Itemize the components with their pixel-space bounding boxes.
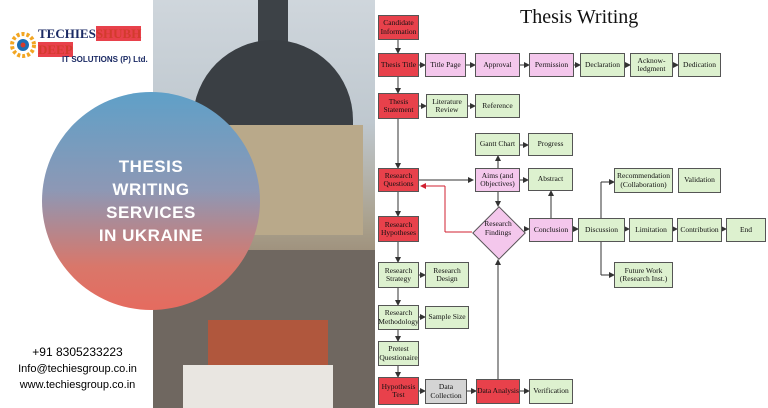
- node-research-hypotheses: Research Hypotheses: [378, 216, 419, 242]
- website-link[interactable]: www.techiesgroup.co.in: [19, 379, 136, 391]
- node-dedication: Dedication: [678, 53, 721, 77]
- node-limitation: Limitation: [629, 218, 673, 242]
- node-literature-review: Literature Review: [426, 94, 468, 118]
- node-verification: Verification: [529, 379, 573, 404]
- node-research-findings: Research Findings: [472, 206, 526, 260]
- research-findings-label: Research Findings: [484, 219, 512, 237]
- email-link[interactable]: Info@techiesgroup.co.in: [18, 363, 137, 375]
- company-name-part1: TECHIES: [38, 26, 96, 41]
- node-gantt-chart: Gantt Chart: [475, 133, 520, 156]
- node-reference: Reference: [475, 94, 520, 118]
- node-recommendation: Recommendation (Collaboration): [614, 168, 673, 193]
- node-research-strategy: Research Strategy: [378, 262, 419, 288]
- headline-circle: THESIS WRITING SERVICES IN UKRAINE: [42, 92, 260, 310]
- node-research-design: Research Design: [425, 262, 469, 288]
- node-hypothesis-test: Hypothesis Test: [378, 377, 419, 405]
- headline-line-1: THESIS: [118, 157, 184, 176]
- node-thesis-statement: Thesis Statement: [378, 93, 419, 119]
- node-data-analysis: Data Analysis: [476, 379, 520, 404]
- white-house: [183, 365, 333, 408]
- node-candidate-information: Candidate Information: [378, 15, 419, 40]
- thesis-flowchart: Thesis Writing Candidate Information The…: [375, 0, 768, 408]
- red-tile-roof: [208, 320, 328, 365]
- node-conclusion: Conclusion: [529, 218, 573, 242]
- node-declaration: Declaration: [580, 53, 625, 77]
- node-research-questions: Research Questions: [378, 168, 419, 192]
- node-contribution: Contribution: [677, 218, 722, 242]
- headline-line-4: IN UKRAINE: [98, 226, 204, 245]
- node-sample-size: Sample Size: [425, 306, 469, 329]
- node-validation: Validation: [678, 168, 721, 193]
- node-end: End: [726, 218, 766, 242]
- dome-lantern: [258, 0, 288, 45]
- node-future-work: Future Work (Research Inst.): [614, 262, 673, 288]
- node-research-methodology: Research Methodology: [378, 305, 419, 330]
- headline-line-3: SERVICES: [106, 203, 196, 222]
- node-progress: Progress: [528, 133, 573, 156]
- node-permission: Permission: [529, 53, 574, 77]
- company-name: TECHIESSHUBH DEEP: [38, 26, 155, 58]
- headline-text: THESIS WRITING SERVICES IN UKRAINE: [99, 155, 203, 247]
- node-data-collection: Data Collection: [425, 379, 467, 404]
- node-discussion: Discussion: [578, 218, 625, 242]
- node-approval: Approval: [475, 53, 520, 77]
- node-pretest-questionaire: Pretest Questionaire: [378, 341, 419, 366]
- flowchart-connectors: [395, 40, 727, 394]
- diagram-title: Thesis Writing: [520, 6, 639, 28]
- node-thesis-title: Thesis Title: [378, 53, 419, 77]
- company-subtitle: IT SOLUTIONS (P) Ltd.: [62, 55, 148, 64]
- node-acknowledgment: Acknow-ledgment: [630, 53, 673, 77]
- headline-line-2: WRITING: [112, 180, 190, 199]
- phone-number[interactable]: +91 8305233223: [32, 345, 123, 359]
- gear-logo-icon: [10, 32, 36, 58]
- node-aims-objectives: Aims (and Objectives): [475, 168, 520, 192]
- node-title-page: Title Page: [425, 53, 466, 77]
- node-abstract: Abstract: [528, 168, 573, 191]
